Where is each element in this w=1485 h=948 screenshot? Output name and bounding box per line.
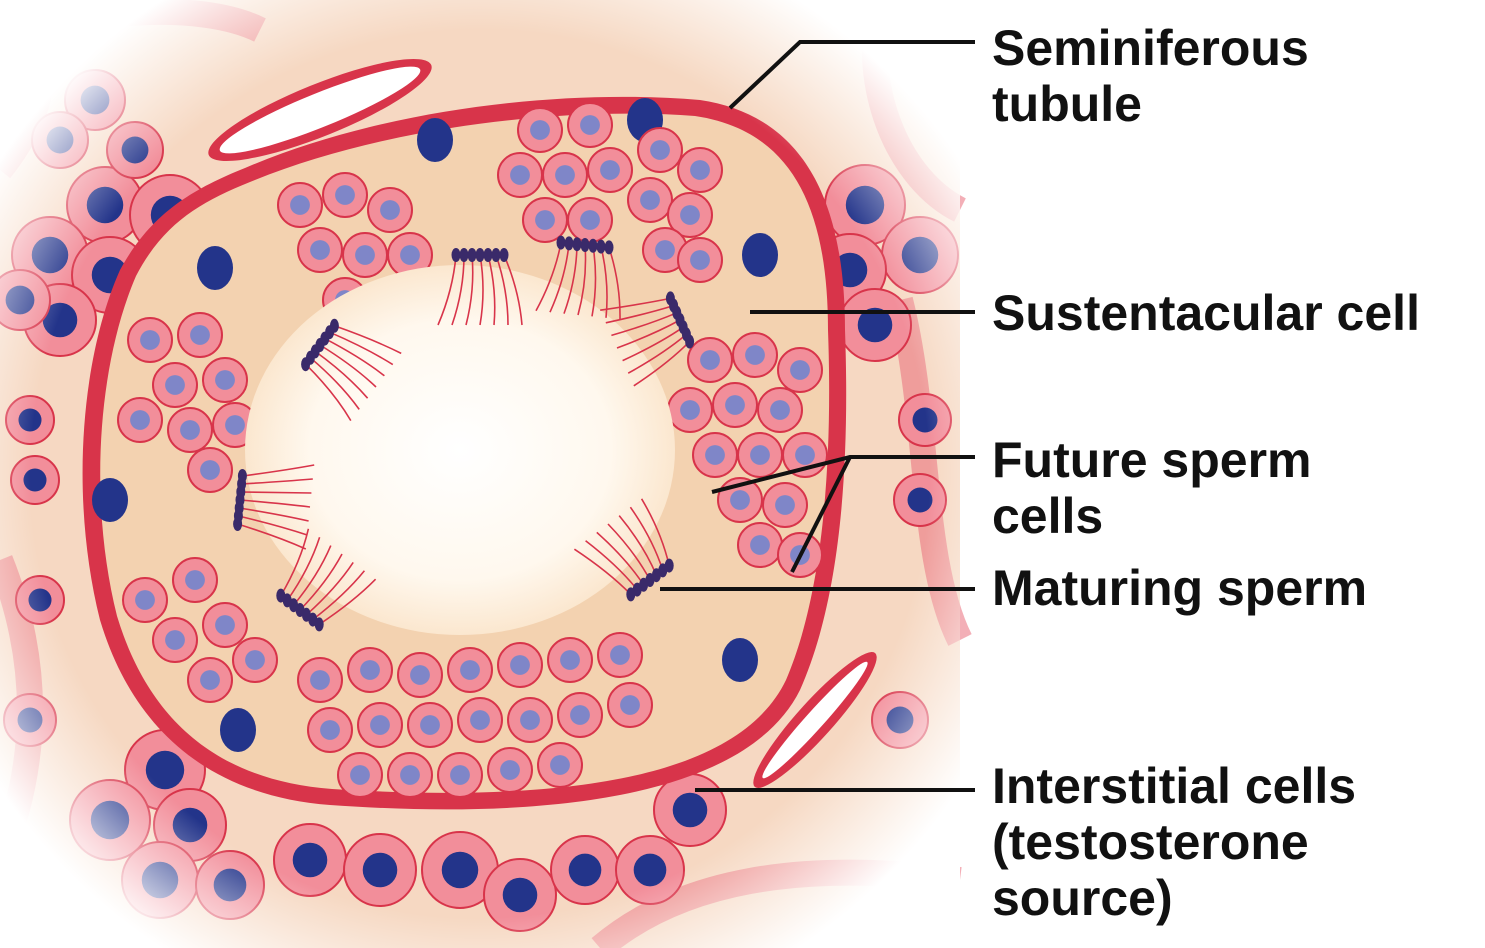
label-interstitial-cells: Interstitial cells (testosterone source) <box>992 758 1356 926</box>
label-interstitial-cells-line-1: Interstitial cells <box>992 758 1356 814</box>
label-seminiferous-tubule-line-1: Seminiferous <box>992 20 1309 76</box>
label-sustentacular-cell: Sustentacular cell <box>992 285 1420 341</box>
label-maturing-sperm-line-1: Maturing sperm <box>992 560 1367 616</box>
label-interstitial-cells-line-3: source) <box>992 870 1356 926</box>
label-seminiferous-tubule: Seminiferous tubule <box>992 20 1309 132</box>
label-seminiferous-tubule-line-2: tubule <box>992 76 1309 132</box>
label-future-sperm-cells-line-2: cells <box>992 488 1312 544</box>
label-future-sperm-cells: Future sperm cells <box>992 432 1312 544</box>
label-maturing-sperm: Maturing sperm <box>992 560 1367 616</box>
label-sustentacular-cell-line-1: Sustentacular cell <box>992 285 1420 341</box>
label-interstitial-cells-line-2: (testosterone <box>992 814 1356 870</box>
label-future-sperm-cells-line-1: Future sperm <box>992 432 1312 488</box>
edge-fade <box>0 0 960 948</box>
